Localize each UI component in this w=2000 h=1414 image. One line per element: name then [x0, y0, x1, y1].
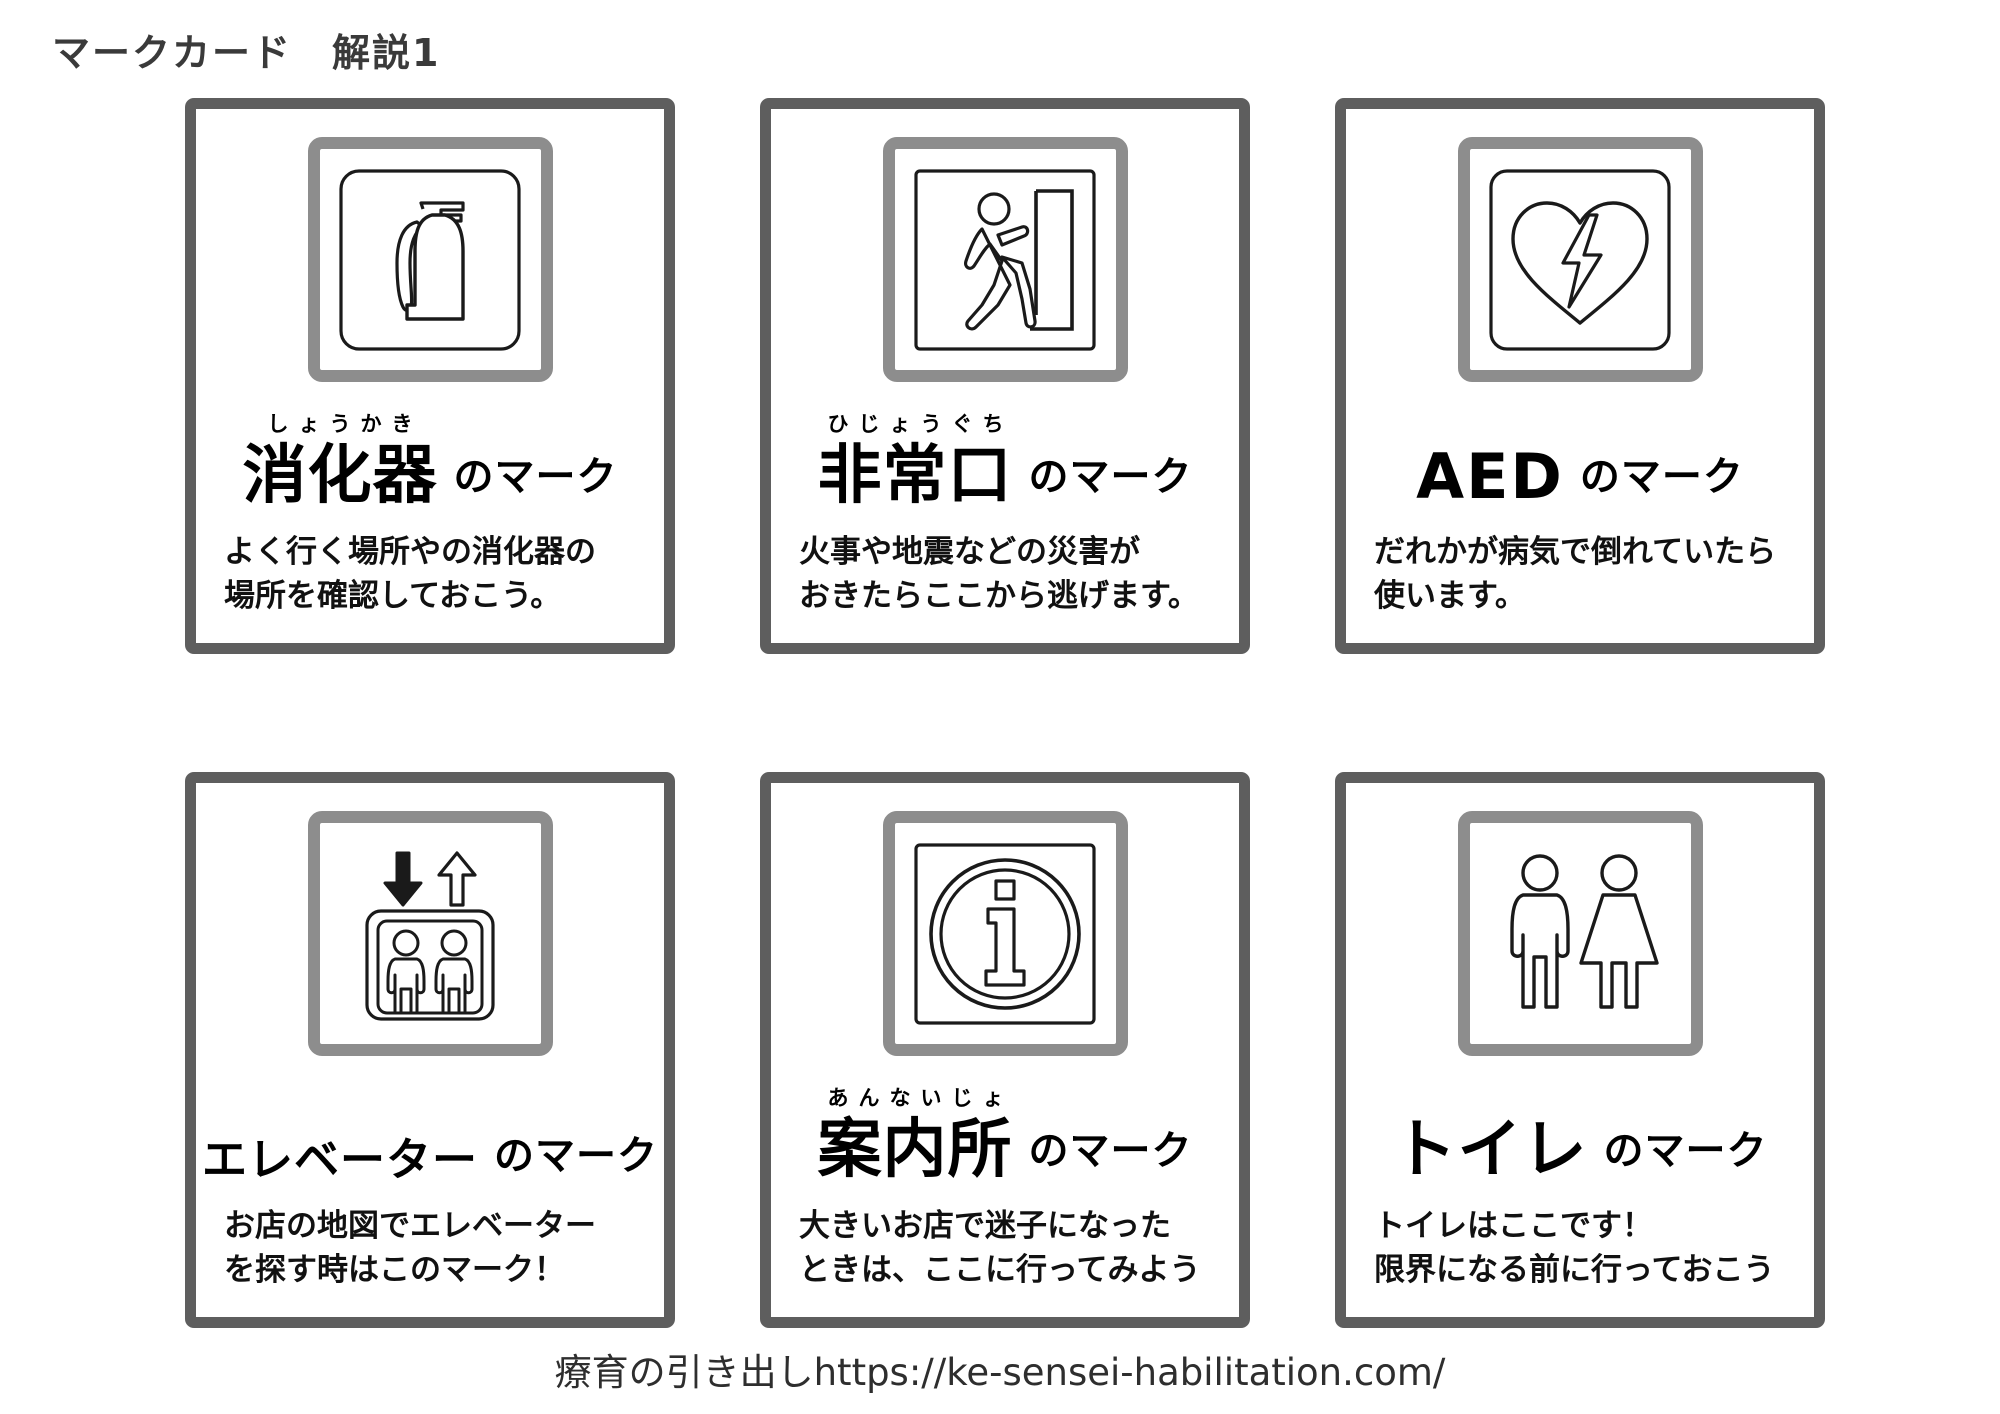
card-title-suffix: のマーク: [1603, 1128, 1768, 1174]
card-description: よく行く場所やの消化器の 場所を確認しておこう。: [214, 530, 646, 618]
aed-heart-icon: [1485, 165, 1675, 355]
pictogram-frame: [882, 811, 1128, 1056]
footer-credit: 療育の引き出しhttps://ke-sensei-habilitation.co…: [554, 1351, 1446, 1394]
pictogram-frame: [307, 811, 553, 1056]
card-title: エレベーター: [202, 1137, 478, 1182]
card-description: トイレはここです！ 限界になる前に行っておこう: [1364, 1204, 1796, 1292]
card-description: 大きいお店で迷子になった ときは、ここに行ってみよう: [789, 1204, 1221, 1292]
card-title-text: トイレ: [1392, 1113, 1588, 1187]
pictogram-frame: [882, 137, 1128, 382]
card-title-line: AED のマーク: [1364, 416, 1796, 508]
desc-line-2: を探す時はこのマーク！: [224, 1252, 565, 1289]
mark-card-restroom[interactable]: トイレ のマーク トイレはここです！ 限界になる前に行っておこう: [1335, 772, 1825, 1328]
card-title-line: あんないじょ 案内所 のマーク: [789, 1088, 1221, 1183]
desc-line-1: 大きいお店で迷子になった: [799, 1208, 1171, 1244]
desc-line-1: だれかが病気で倒れていたら: [1374, 534, 1777, 570]
emergency-exit-icon: [910, 165, 1100, 355]
desc-line-1: トイレはここです！: [1374, 1208, 1653, 1244]
card-title: ひじょうぐち 非常口: [818, 414, 1013, 509]
desc-line-1: お店の地図でエレベーター: [224, 1208, 596, 1244]
desc-line-2: おきたらここから逃げます。: [799, 578, 1199, 615]
card-title-text: AED: [1416, 440, 1564, 513]
desc-line-1: よく行く場所やの消化器の: [224, 534, 596, 570]
card-title-line: トイレ のマーク: [1364, 1090, 1796, 1182]
mark-card-fire-extinguisher[interactable]: しょうかき 消化器 のマーク よく行く場所やの消化器の 場所を確認しておこう。: [185, 98, 675, 654]
desc-line-2: 限界になる前に行っておこう: [1374, 1252, 1775, 1289]
card-title: トイレ: [1393, 1118, 1588, 1182]
card-title-suffix: のマーク: [494, 1133, 659, 1179]
card-title-text: エレベーター: [202, 1133, 479, 1186]
restroom-icon: [1485, 839, 1675, 1029]
card-description: 火事や地震などの災害が おきたらここから逃げます。: [789, 530, 1221, 618]
card-title-ruby: しょうかき: [267, 412, 423, 436]
card-title: AED: [1416, 446, 1564, 508]
card-title-text: 非常口: [817, 439, 1013, 513]
card-title-ruby: ひじょうぐち: [827, 412, 1014, 436]
desc-line-2: ときは、ここに行ってみよう: [799, 1252, 1201, 1289]
card-title: しょうかき 消化器: [243, 414, 438, 509]
card-title-suffix: のマーク: [1028, 1128, 1193, 1174]
card-title-line: ひじょうぐち 非常口 のマーク: [789, 414, 1221, 509]
mark-card-elevator[interactable]: エレベーター のマーク お店の地図でエレベーター を探す時はこのマーク！: [185, 772, 675, 1328]
card-title-text: 消化器: [242, 439, 438, 513]
fire-extinguisher-icon: [335, 165, 525, 355]
desc-line-2: 使います。: [1374, 578, 1526, 615]
card-description: お店の地図でエレベーター を探す時はこのマーク！: [214, 1204, 646, 1292]
card-description: だれかが病気で倒れていたら 使います。: [1364, 530, 1796, 618]
card-title-ruby: あんないじょ: [827, 1086, 1014, 1110]
mark-card-emergency-exit[interactable]: ひじょうぐち 非常口 のマーク 火事や地震などの災害が おきたらここから逃げます…: [760, 98, 1250, 654]
pictogram-frame: [307, 137, 553, 382]
mark-card-aed[interactable]: AED のマーク だれかが病気で倒れていたら 使います。: [1335, 98, 1825, 654]
mark-card-information[interactable]: あんないじょ 案内所 のマーク 大きいお店で迷子になった ときは、ここに行ってみ…: [760, 772, 1250, 1328]
card-title: あんないじょ 案内所: [818, 1088, 1013, 1183]
card-title-line: エレベーター のマーク: [202, 1090, 657, 1182]
card-title-suffix: のマーク: [1579, 454, 1744, 500]
mark-card-grid: しょうかき 消化器 のマーク よく行く場所やの消化器の 場所を確認しておこう。: [185, 98, 1845, 1328]
page-title: マークカード 解説1: [52, 31, 441, 75]
pictogram-frame: [1457, 137, 1703, 382]
desc-line-2: 場所を確認しておこう。: [224, 578, 562, 615]
elevator-icon: [335, 839, 525, 1029]
pictogram-frame: [1457, 811, 1703, 1056]
card-title-suffix: のマーク: [1028, 454, 1193, 500]
card-title-line: しょうかき 消化器 のマーク: [214, 414, 646, 509]
card-title-text: 案内所: [817, 1113, 1013, 1187]
information-icon: [910, 839, 1100, 1029]
card-title-suffix: のマーク: [453, 454, 618, 500]
desc-line-1: 火事や地震などの災害が: [799, 534, 1140, 570]
